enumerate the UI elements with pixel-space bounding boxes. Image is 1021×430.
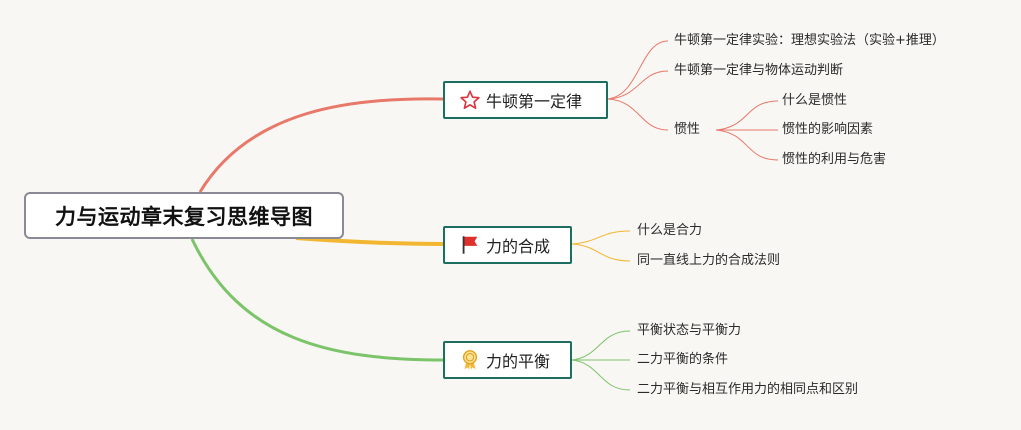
edge-balance-difference <box>571 359 631 391</box>
edge-newton-experiment <box>607 40 669 100</box>
edge-root-balance <box>190 238 445 362</box>
topic-force-composition[interactable]: 力的合成 <box>443 226 572 264</box>
leaf-inertia-factors[interactable]: 惯性的影响因素 <box>782 122 874 137</box>
edge-composition-what <box>571 230 631 245</box>
leaf-balance-vs-interaction[interactable]: 二力平衡与相互作用力的相同点和区别 <box>637 382 859 397</box>
topic-label: 牛顿第一定律 <box>486 92 583 111</box>
edge-inertia-use <box>715 129 779 161</box>
edge-inertia-what <box>715 100 779 131</box>
leaf-inertia-use-harm[interactable]: 惯性的利用与危害 <box>782 152 887 167</box>
leaf-newton-motion[interactable]: 牛顿第一定律与物体运动判断 <box>674 63 844 78</box>
leaf-inertia-what[interactable]: 什么是惯性 <box>782 93 848 108</box>
leaf-resultant-force[interactable]: 什么是合力 <box>637 223 703 238</box>
star-icon <box>459 89 481 111</box>
edge-root-newton <box>198 97 445 193</box>
topic-label: 力的合成 <box>486 237 551 256</box>
edge-composition-rule <box>571 243 631 262</box>
red-flag-icon <box>459 234 481 256</box>
root-topic[interactable]: 力与运动章末复习思维导图 <box>24 192 344 239</box>
edge-balance-state <box>571 330 631 361</box>
leaf-collinear-rule[interactable]: 同一直线上力的合成法则 <box>637 253 781 268</box>
leaf-balance-state[interactable]: 平衡状态与平衡力 <box>637 323 742 338</box>
topic-force-balance[interactable]: 力的平衡 <box>443 341 572 379</box>
award-ribbon-icon <box>459 349 481 371</box>
edge-newton-inertia <box>607 98 669 131</box>
edge-newton-motion <box>607 70 669 100</box>
leaf-balance-condition[interactable]: 二力平衡的条件 <box>637 352 729 367</box>
topic-label: 力的平衡 <box>486 352 551 371</box>
edge-root-composition <box>295 236 445 246</box>
leaf-inertia[interactable]: 惯性 <box>674 122 701 137</box>
root-topic-label: 力与运动章末复习思维导图 <box>55 204 313 229</box>
topic-newton-first-law[interactable]: 牛顿第一定律 <box>443 81 608 119</box>
leaf-newton-experiment[interactable]: 牛顿第一定律实验：理想实验法（实验+推理） <box>674 33 945 48</box>
